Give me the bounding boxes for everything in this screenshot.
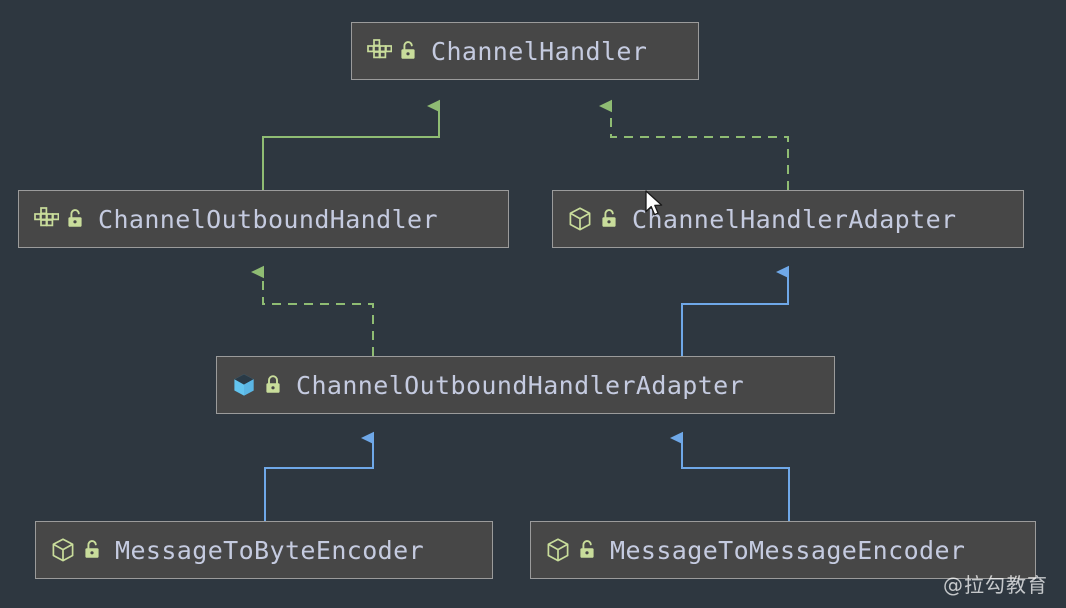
interface-icon [34, 207, 59, 227]
lock-open-icon [68, 209, 82, 227]
edge-implements [251, 265, 374, 356]
node-icon-group [366, 38, 417, 64]
node-icon-group [567, 206, 618, 232]
lock-open-icon [580, 540, 594, 558]
interface-icon [367, 39, 392, 59]
class-cube-icon [569, 207, 591, 231]
uml-node-channel-handler-adapter[interactable]: ChannelHandlerAdapter [552, 190, 1024, 248]
lock-closed-icon [266, 375, 280, 393]
node-icon-group [33, 206, 84, 232]
class-cube-icon [547, 538, 569, 562]
uml-node-label: ChannelOutboundHandler [98, 204, 438, 234]
lock-open-icon [401, 41, 415, 59]
uml-node-label: MessageToMessageEncoder [610, 535, 966, 565]
uml-node-label: ChannelHandlerAdapter [632, 204, 957, 234]
uml-node-label: ChannelHandler [431, 36, 648, 66]
lock-open-icon [602, 209, 616, 227]
uml-node-label: MessageToByteEncoder [115, 535, 425, 565]
uml-node-message-to-byte-encoder[interactable]: MessageToByteEncoder [35, 521, 493, 579]
edge-extends [670, 431, 790, 521]
class-cube-selected-icon [234, 374, 254, 396]
uml-node-channel-outbound-handler-adapter[interactable]: ChannelOutboundHandlerAdapter [216, 356, 835, 414]
uml-node-channel-handler[interactable]: ChannelHandler [351, 22, 699, 80]
edge-extends [262, 99, 440, 190]
edge-extends [264, 431, 374, 521]
uml-node-label: ChannelOutboundHandlerAdapter [296, 370, 745, 400]
edge-implements [599, 99, 789, 190]
node-icon-group [50, 537, 101, 563]
lock-open-icon [85, 540, 99, 558]
node-icon-group [545, 537, 596, 563]
node-icon-group [231, 372, 282, 398]
uml-node-message-to-message-encoder[interactable]: MessageToMessageEncoder [530, 521, 1036, 579]
class-cube-icon [52, 538, 74, 562]
edge-extends [681, 265, 789, 356]
uml-node-channel-outbound-handler[interactable]: ChannelOutboundHandler [18, 190, 509, 248]
